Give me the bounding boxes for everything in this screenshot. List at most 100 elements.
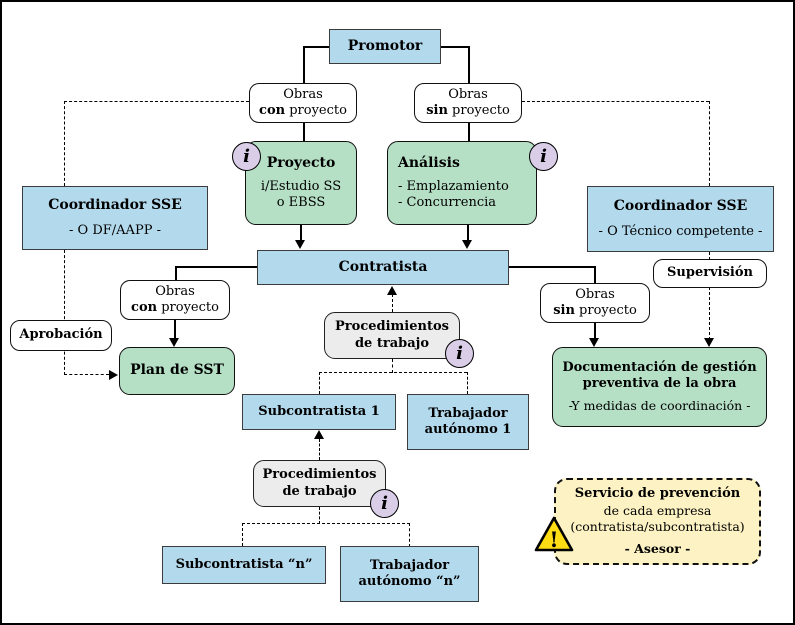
node-subcontratista-n: Subcontratista “n” (162, 546, 326, 584)
dashed-branch-1 (319, 372, 467, 373)
contratista-label: Contratista (338, 258, 428, 275)
info-glyph: i (456, 343, 463, 364)
obras-line1: Obras (283, 86, 323, 102)
obras-line2: sin proyecto (426, 103, 510, 119)
obras-rest: proyecto (574, 303, 637, 318)
promotor-label: Promotor (347, 37, 423, 54)
connector-promotor-left (303, 46, 329, 48)
arrow-documentacion (589, 338, 599, 347)
connector-contratista-right (509, 266, 595, 268)
obras-rest: proyecto (447, 103, 510, 118)
analisis-item2: - Concurrencia (398, 194, 497, 210)
connector-contratista-left (175, 266, 257, 268)
info-icon: i (370, 489, 399, 518)
obras-line1: Obras (155, 283, 195, 299)
trabajador-line2: autónomo “n” (358, 574, 461, 589)
trabajador-line1: Trabajador (369, 557, 450, 573)
servicio-line3: (contratista/subcontratista) (570, 518, 745, 534)
connector-promotor-right-drop (468, 46, 470, 84)
procedimientos-line1: Procedimientos (335, 319, 449, 335)
coordinador-subtitle: - O DF/AAPP - (69, 222, 161, 238)
node-supervision: Supervisión (653, 259, 767, 288)
info-icon: i (529, 142, 558, 171)
info-icon: i (445, 339, 474, 368)
node-obras-sin-proyecto-mid: Obras sin proyecto (540, 283, 650, 323)
node-promotor: Promotor (329, 29, 441, 64)
documentacion-subtitle: -Y medidas de coordinación - (568, 398, 751, 414)
analisis-item1: - Emplazamiento (398, 178, 509, 194)
analisis-title: Análisis (398, 155, 460, 171)
procedimientos-line2: de trabajo (354, 335, 430, 351)
obras-line1: Obras (575, 286, 615, 302)
dashed-procedimientos-branch-stem (392, 359, 393, 373)
coordinador-title: Coordinador SSE (613, 198, 748, 215)
node-trabajador-autonomo-1: Trabajador autónomo 1 (407, 394, 529, 450)
dashed-aprobacion-plan (64, 374, 109, 375)
warning-icon: ! (534, 516, 574, 552)
servicio-line2: de cada empresa (603, 502, 712, 518)
connector-analisis-contratista (467, 224, 469, 242)
obras-bold: con (259, 103, 286, 118)
procedimientos-line1: Procedimientos (262, 467, 377, 483)
node-contratista: Contratista (257, 250, 509, 285)
arrow-plan-de-sst (169, 338, 179, 347)
proyecto-title: Proyecto (266, 155, 336, 171)
dashed-obras-con-coordinador (64, 101, 249, 102)
coordinador-subtitle: - O Técnico competente - (598, 223, 763, 239)
node-proyecto: Proyecto i/Estudio SS o EBSS (245, 141, 357, 225)
connector-obras-con-proyecto (303, 121, 305, 142)
obras-line2: con proyecto (259, 103, 347, 119)
node-trabajador-autonomo-n: Trabajador autónomo “n” (340, 546, 479, 602)
dashed-procedimientos-contratista (392, 294, 393, 312)
documentacion-title1: Documentación de gestión (562, 359, 757, 375)
node-coordinador-sse-izq: Coordinador SSE - O DF/AAPP - (22, 186, 208, 250)
proyecto-line1: i/Estudio SS (260, 178, 342, 194)
node-analisis: Análisis - Emplazamiento - Concurrencia (387, 141, 537, 225)
obras-bold: con (131, 300, 158, 315)
connector-promotor-left-drop (303, 46, 305, 84)
obras-line2: con proyecto (131, 300, 219, 316)
node-plan-de-sst: Plan de SST (119, 347, 235, 395)
arrow-analisis-contratista (462, 240, 472, 249)
info-glyph: i (381, 493, 388, 514)
obras-rest: proyecto (285, 103, 347, 118)
plan-sst-label: Plan de SST (130, 362, 224, 379)
connector-contratista-left-drop (175, 266, 177, 281)
dashed-obras-sin-coordinador (522, 101, 709, 102)
obras-rest: proyecto (157, 300, 219, 315)
node-coordinador-sse-der: Coordinador SSE - O Técnico competente - (587, 186, 774, 252)
obras-bold: sin (553, 303, 575, 318)
dashed-procedimientos2-stem (319, 507, 320, 524)
dashed-coordinador-aprobacion (64, 250, 65, 375)
dashed-branch-2 (242, 523, 410, 524)
subcontratista-n-label: Subcontratista “n” (175, 556, 313, 572)
supervision-label: Supervisión (667, 265, 753, 281)
dashed-supervision-drop (709, 252, 710, 340)
trabajador-line2: autónomo 1 (424, 422, 512, 437)
node-obras-sin-proyecto-top: Obras sin proyecto (414, 83, 522, 123)
warning-glyph: ! (549, 527, 558, 552)
dashed-procedimientos2-subcontratista1 (319, 439, 320, 460)
coordinador-title: Coordinador SSE (48, 197, 182, 214)
info-icon: i (232, 142, 261, 171)
obras-line1: Obras (448, 86, 488, 102)
procedimientos-line2: de trabajo (282, 483, 357, 499)
info-glyph: i (243, 146, 250, 167)
dashed-branch-2-right (409, 523, 410, 547)
documentacion-title2: preventiva de la obra (582, 376, 737, 392)
dashed-coordinador-der-drop (709, 101, 710, 186)
node-procedimientos-1: Procedimientos de trabajo (324, 312, 460, 359)
arrow-procedimientos-contratista (387, 286, 397, 295)
warning-triangle (534, 516, 574, 552)
dashed-coordinador-izq-drop (64, 101, 65, 186)
connector-obras-plan (174, 319, 176, 339)
arrow-procedimientos2-subcontratista1 (314, 430, 324, 439)
connector-obras-documentacion (594, 321, 596, 339)
dashed-branch-1-right (467, 372, 468, 394)
proyecto-line2: o EBSS (276, 194, 326, 210)
dashed-branch-1-left (319, 372, 320, 394)
arrow-supervision-documentacion (704, 338, 714, 347)
node-subcontratista-1: Subcontratista 1 (242, 394, 396, 430)
node-servicio-prevencion: Servicio de prevención de cada empresa (… (554, 478, 761, 565)
